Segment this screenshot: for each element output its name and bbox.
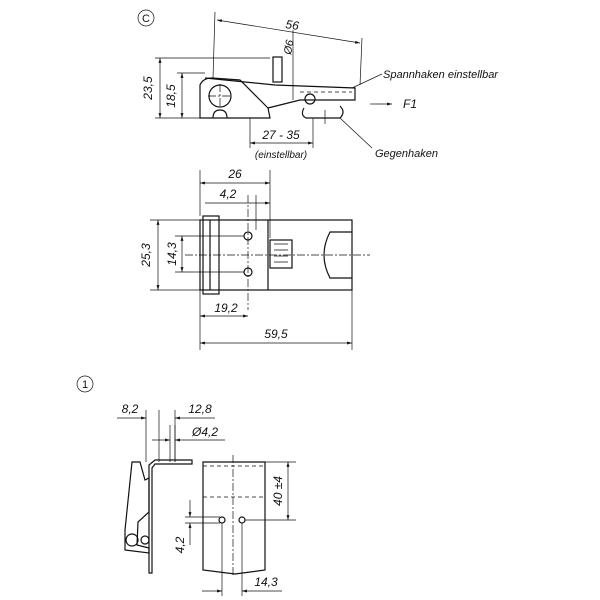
dim-4-2: 4,2 <box>220 187 237 201</box>
dim-8-2: 8,2 <box>122 402 139 416</box>
dim-12-8: 12,8 <box>188 402 212 416</box>
dim-adjust-note: (einstellbar) <box>255 150 307 161</box>
dim-dia-4-2: Ø4,2 <box>191 425 218 439</box>
dim-14-3-b: 14,3 <box>254 575 278 589</box>
label-gegenhaken: Gegenhaken <box>375 148 438 160</box>
dim-26: 26 <box>227 167 242 181</box>
lever-tip <box>323 231 352 279</box>
view-1-marker-circle <box>76 375 94 393</box>
label-f1: F1 <box>403 97 417 111</box>
view-c-side: C 56 Ø6 23,5 18,5 27 - 35 <box>137 9 499 161</box>
dim-27-35: 27 - 35 <box>261 128 300 142</box>
counter-hook <box>301 105 344 119</box>
hook-profile <box>124 461 150 554</box>
view-c-marker-circle <box>137 9 155 27</box>
view-1-counter-hook: 1 8,2 12,8 Ø4,2 40 ±4 4,2 14,3 <box>76 375 296 596</box>
label-spannhaken: Spannhaken einstellbar <box>383 69 499 81</box>
dim-40: 40 ±4 <box>271 476 285 506</box>
view-c-marker: C <box>142 13 150 25</box>
plate-front <box>202 461 266 575</box>
screw <box>269 239 293 269</box>
dim-dia-6: Ø6 <box>282 38 297 56</box>
view-top: 26 4,2 25,3 14,3 19,2 59,5 <box>139 167 370 350</box>
dim-23-5: 23,5 <box>141 76 155 101</box>
dim-19-2: 19,2 <box>214 301 238 315</box>
dim-14-3: 14,3 <box>165 242 179 266</box>
dim-25-3: 25,3 <box>139 243 153 268</box>
dim-18-5: 18,5 <box>164 84 178 108</box>
dim-56: 56 <box>285 17 301 33</box>
view-1-marker: 1 <box>82 379 88 391</box>
bracket-profile <box>148 459 193 574</box>
adjust-screw <box>272 56 283 83</box>
dim-59-5: 59,5 <box>264 327 288 341</box>
lever <box>204 77 356 109</box>
dim-4-2-b: 4,2 <box>173 536 187 553</box>
